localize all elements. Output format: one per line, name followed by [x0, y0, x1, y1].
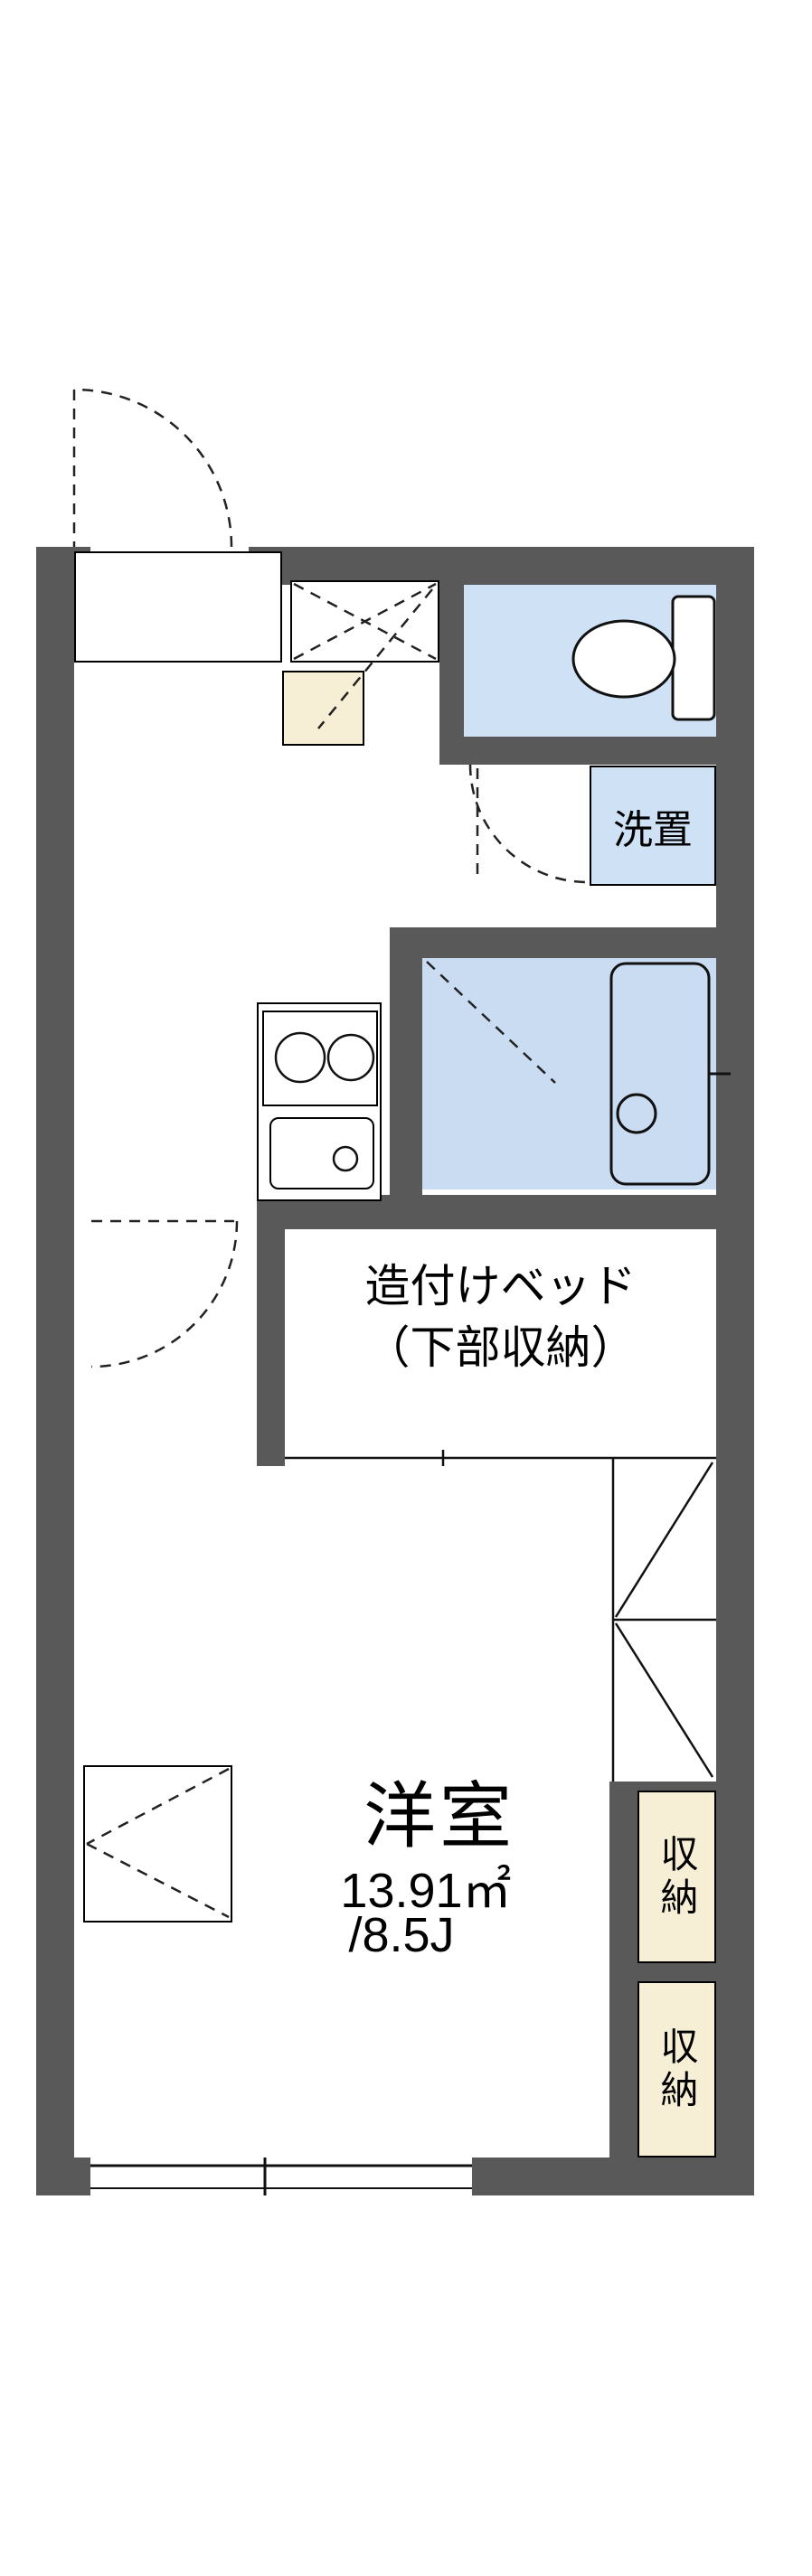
window-box — [83, 1765, 232, 1923]
bathroom-floor — [422, 958, 716, 1189]
washer-space: 洗置 — [590, 766, 716, 886]
bottom-wall-left-stub — [36, 2158, 90, 2195]
storage-top-wall — [609, 1782, 716, 1792]
left-wall — [36, 547, 74, 2195]
toilet-room-floor — [464, 585, 716, 737]
kitchen-burner-panel — [262, 1011, 378, 1106]
washroom-door-arc — [468, 764, 589, 884]
entry-step — [282, 671, 364, 746]
shoe-closet — [290, 580, 439, 663]
closet-diag-bottom — [614, 1622, 714, 1778]
under-toilet-wall — [439, 737, 754, 765]
storage-bottom-label: 収納 — [656, 2026, 698, 2113]
entrance-landing — [74, 551, 282, 663]
storage-closet-top: 収納 — [637, 1791, 716, 1963]
closet-diag-top — [614, 1462, 714, 1618]
bed-label-line1: 造付けベッド — [364, 1261, 637, 1312]
storage-left-wall — [609, 1782, 637, 2158]
storage-top-label: 収納 — [656, 1833, 698, 1921]
toilet-left-wall — [439, 547, 464, 765]
room-door-arc — [90, 1220, 239, 1368]
bathroom-left-wall — [390, 927, 422, 1229]
room-area-jo: /8.5J — [348, 1908, 455, 1962]
right-wall — [716, 547, 754, 2195]
bottom-wall-right — [472, 2158, 754, 2195]
storage-closet-bottom: 収納 — [637, 1981, 716, 2158]
built-in-bed-label: 造付けベッド （下部収納） — [285, 1256, 716, 1378]
top-wall-main — [249, 547, 754, 585]
storage-divider-wall — [637, 1963, 716, 1981]
room-name: 洋室 — [364, 1776, 515, 1857]
entrance-door-arc — [73, 388, 233, 548]
bathroom-top-wall — [390, 927, 754, 958]
room-area-m2: 13.91㎡ — [340, 1864, 512, 1918]
kitchen-sink — [269, 1117, 374, 1189]
bed-label-line2: （下部収納） — [364, 1321, 637, 1373]
bed-left-wall — [257, 1195, 285, 1466]
washer-label: 洗置 — [613, 807, 693, 852]
